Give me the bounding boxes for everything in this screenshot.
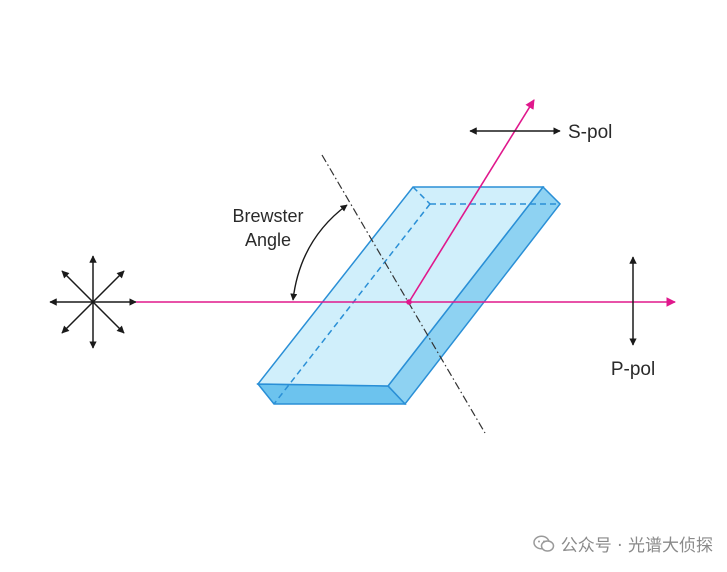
glass-top-face [256, 186, 545, 387]
brewster-angle-arc [290, 204, 348, 301]
glass-hidden-edge-left [412, 186, 431, 205]
surface-normal-line [321, 154, 486, 434]
s-pol-label: S-pol [568, 122, 612, 143]
glass-bottom-face [256, 383, 407, 405]
glass-slab [256, 185, 561, 406]
p-pol-label: P-pol [611, 359, 655, 380]
brewster-label-line2: Angle [245, 230, 291, 250]
incidence-point [406, 299, 412, 305]
unpolarized-light-symbol [49, 255, 137, 349]
unpolarized-arrow-diagonal-b [61, 270, 125, 334]
watermark: 公众号 · 光谱大侦探 [533, 531, 713, 556]
wechat-icon [533, 534, 555, 552]
brewster-label-line1: Brewster [232, 206, 303, 226]
glass-hidden-edge-diagonal [273, 203, 431, 405]
watermark-text: 公众号 · 光谱大侦探 [560, 536, 713, 556]
